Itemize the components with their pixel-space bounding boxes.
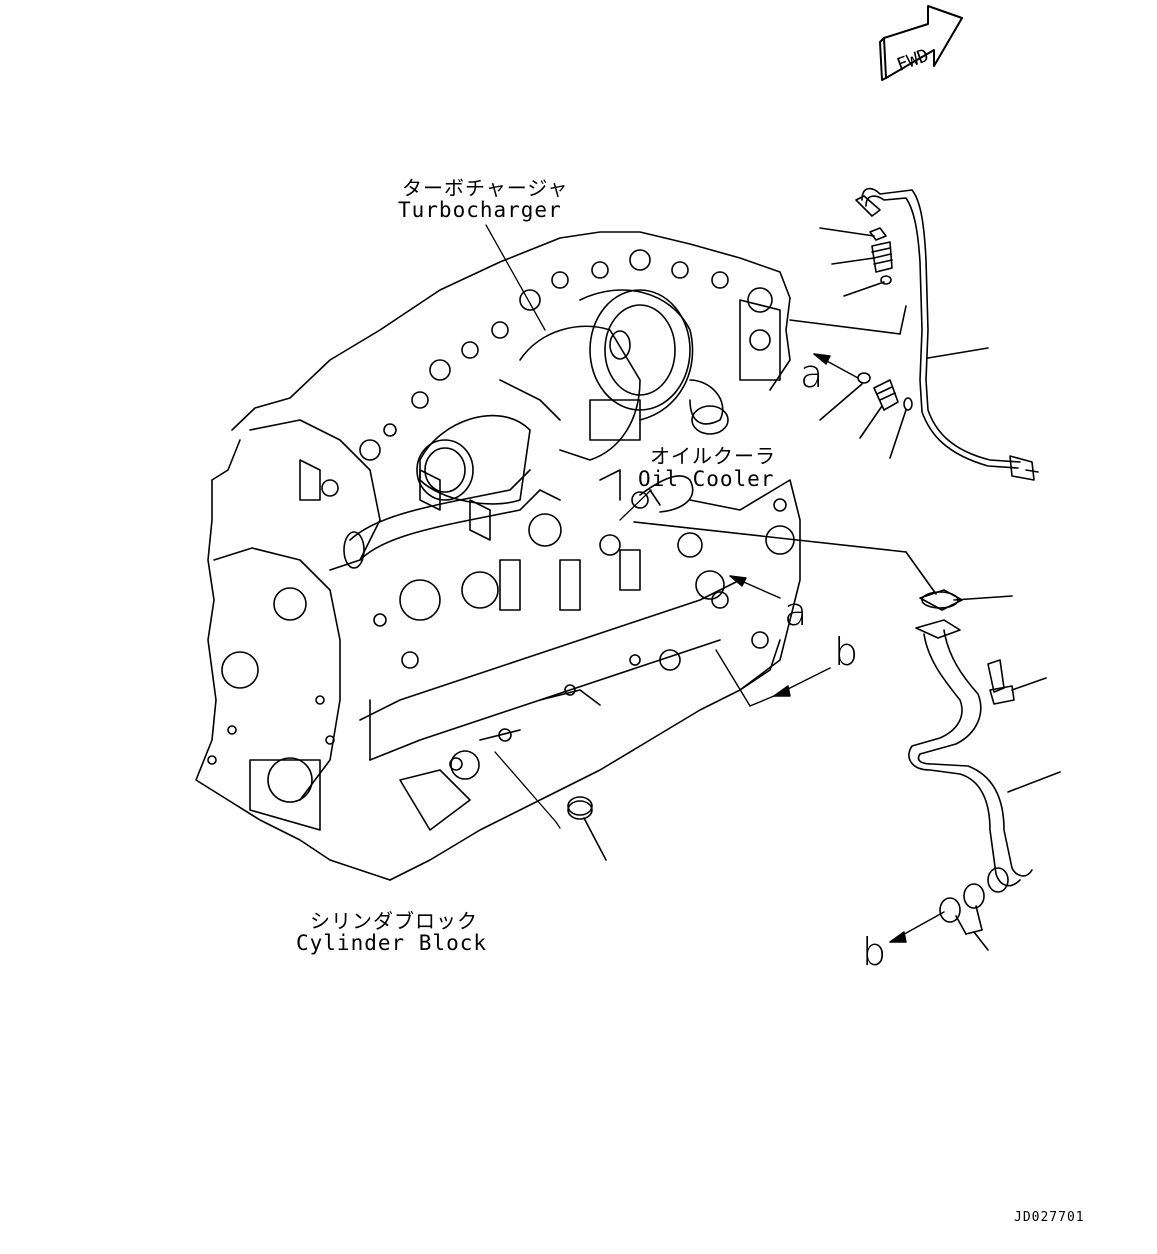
expansion-plug-drawing xyxy=(567,796,607,861)
oil-return-tube-drawing xyxy=(633,521,1061,951)
reference-arrows xyxy=(715,353,945,943)
ref-b-lower: b xyxy=(862,930,888,974)
ref-a-upper: a xyxy=(800,352,825,396)
oil-cooler-label-jp: オイルクーラ xyxy=(650,444,776,468)
drawing-id: JD027701 xyxy=(1014,1210,1085,1225)
fwd-arrow-icon: FWD xyxy=(879,5,963,81)
ref-a-lower: a xyxy=(784,590,809,634)
cylinder-block-label-jp: シリンダブロック xyxy=(310,909,478,933)
turbocharger-label-jp: ターボチャージャ xyxy=(402,176,569,200)
fwd-text: FWD xyxy=(894,45,932,76)
turbocharger-drawing xyxy=(416,289,729,505)
oil-supply-tube-drawing xyxy=(789,187,1039,481)
ref-b-upper: b xyxy=(834,630,860,674)
cylinder-block-label-en: Cylinder Block xyxy=(296,931,488,955)
oil-cooler-label-en: Oil Cooler xyxy=(638,467,775,491)
turbocharger-label-en: Turbocharger xyxy=(398,198,562,222)
cylinder-block-drawing xyxy=(195,231,801,881)
leader-lines xyxy=(485,224,652,829)
